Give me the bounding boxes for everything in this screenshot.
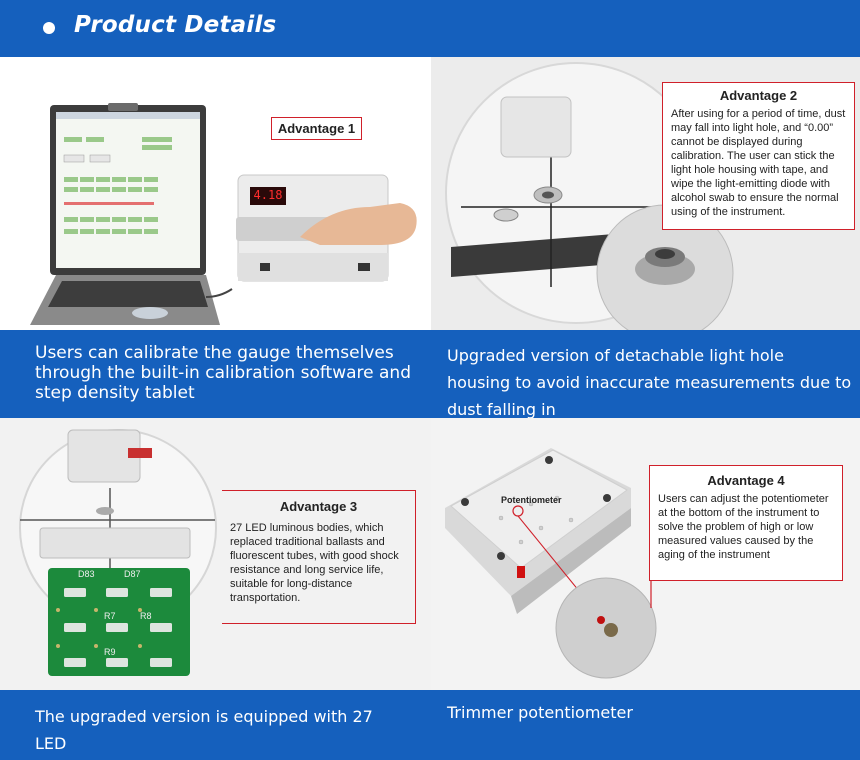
light-hole-illustration	[445, 62, 734, 330]
panel-calibration: 4.18 Advantage 1	[0, 57, 431, 330]
pcb-label-r9: R9	[104, 647, 116, 657]
panel-potentiometer: Potentiometer Advantage 4 Users can adju…	[431, 418, 860, 690]
advantage-4-title: Advantage 4	[707, 473, 785, 488]
caption-calibration: Users can calibrate the gauge themselves…	[35, 343, 411, 403]
advantage-2-box: Advantage 2 After using for a period of …	[662, 82, 855, 230]
advantage-3-title: Advantage 3	[279, 499, 358, 514]
panel-led: D83 D87 R7 R8 R9 Advantage 3 27 LED lumi…	[0, 418, 431, 690]
caption-potentiometer: Trimmer potentiometer	[447, 703, 633, 722]
pcb-label-r8: R8	[140, 611, 152, 621]
laptop-device-illustration	[30, 103, 417, 325]
advantage-4-box: Advantage 4 Users can adjust the potenti…	[649, 465, 843, 581]
advantage-2-text: After using for a period of time, dust m…	[671, 108, 846, 218]
device-display-readout: 4.18	[253, 188, 283, 202]
potentiometer-illustration	[445, 448, 657, 679]
caption-led: The upgraded version is equipped with 27…	[35, 707, 373, 753]
pcb-label-d87: D87	[124, 569, 141, 579]
advantage-4-text: Users can adjust the potentiometer at th…	[658, 493, 829, 561]
potentiometer-label: Potentiometer	[501, 495, 562, 505]
advantage-1-label: Advantage 1	[271, 117, 362, 140]
header-bar	[0, 0, 860, 57]
panel-light-hole: Advantage 2 After using for a period of …	[431, 57, 860, 330]
caption-light-hole: Upgraded version of detachable light hol…	[447, 346, 852, 419]
pcb-label-r7: R7	[104, 611, 116, 621]
advantage-2-title: Advantage 2	[719, 88, 798, 103]
page-title: Product Details	[74, 12, 277, 38]
led-board-illustration	[19, 429, 217, 676]
advantage-3-text: 27 LED luminous bodies, which replaced t…	[230, 522, 399, 604]
advantage-3-box: Advantage 3 27 LED luminous bodies, whic…	[222, 490, 416, 624]
pcb-label-d83: D83	[78, 569, 95, 579]
bullet-icon	[43, 22, 55, 34]
